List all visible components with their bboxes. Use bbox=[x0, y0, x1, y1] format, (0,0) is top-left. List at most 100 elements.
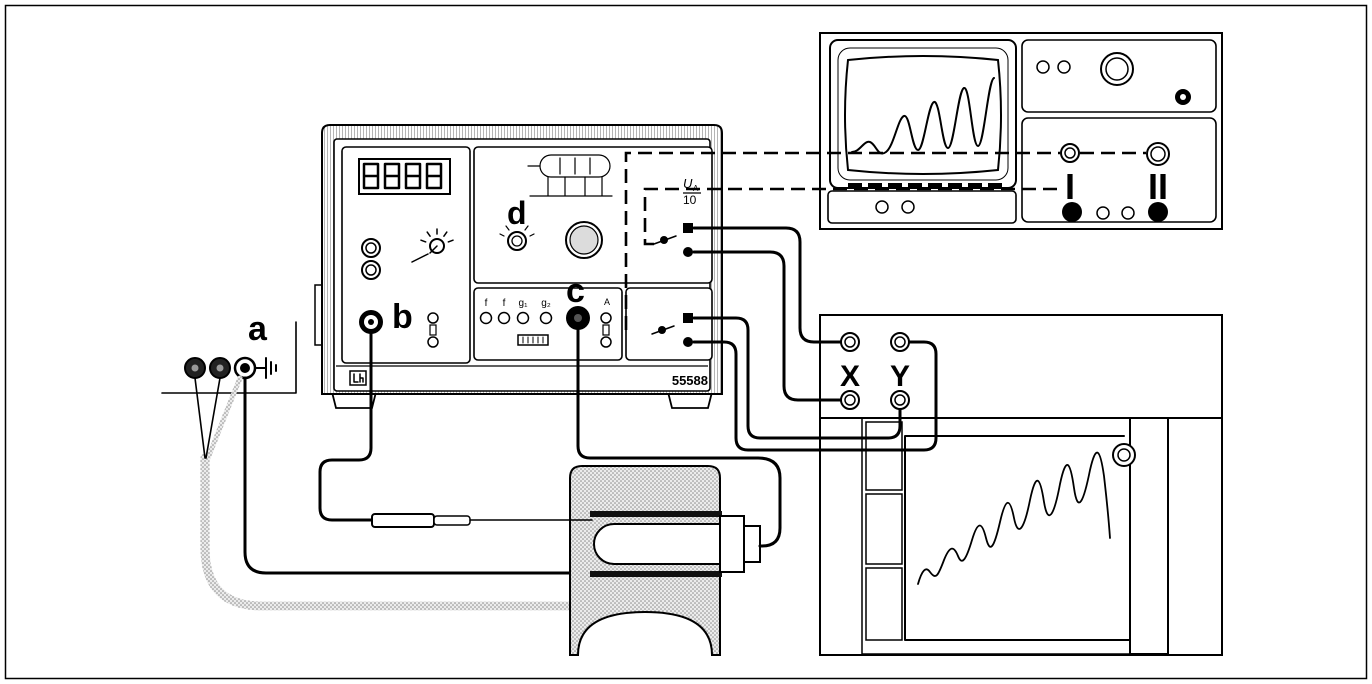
franck-hertz-tube bbox=[593, 523, 723, 565]
selector-scale bbox=[411, 228, 454, 263]
pen-holder-core bbox=[1117, 448, 1131, 462]
pen-arm bbox=[1129, 417, 1169, 655]
oscilloscope-lead-2 bbox=[643, 187, 1058, 246]
display-digits bbox=[362, 162, 443, 190]
operating-unit: b d U A 10 f f g₁ g₂ c bbox=[314, 124, 723, 409]
ground-symbol-icon bbox=[254, 357, 277, 379]
gray-ground-cable bbox=[200, 453, 580, 611]
table-edge bbox=[161, 321, 297, 394]
socket-label-f2: f bbox=[503, 298, 506, 309]
input-indicator-2 bbox=[1121, 206, 1135, 220]
lower-control-knob-1 bbox=[875, 200, 889, 214]
socket-f1 bbox=[479, 311, 493, 325]
lower-control-panel bbox=[827, 190, 1017, 224]
output-label-denominator: 10 bbox=[683, 193, 697, 207]
tube-connector-base bbox=[719, 515, 745, 573]
small-socket-1 bbox=[427, 312, 439, 324]
socket-label-f1: f bbox=[485, 298, 488, 309]
model-number: 55588 bbox=[672, 373, 708, 388]
y-input-label: Y bbox=[890, 360, 910, 393]
ground-socket-3-core bbox=[240, 363, 250, 373]
knob-1-cap bbox=[365, 242, 377, 254]
x-input-socket-1-core bbox=[844, 336, 856, 348]
control-block-1 bbox=[865, 421, 903, 491]
output-socket-1 bbox=[683, 223, 693, 233]
thermocouple-probe bbox=[371, 513, 435, 528]
channel-1-label: I bbox=[1065, 166, 1075, 207]
oscilloscope-lead-1 bbox=[624, 151, 1060, 330]
voltage-jumper-plug bbox=[658, 326, 666, 334]
socket-g2 bbox=[539, 311, 553, 325]
oscilloscope-screen bbox=[844, 55, 1002, 175]
recorded-curve bbox=[917, 451, 1111, 585]
y-cable-2 bbox=[692, 340, 938, 452]
voltage-socket-1 bbox=[683, 313, 693, 323]
figure-border bbox=[4, 4, 1368, 680]
oscilloscope-trace bbox=[851, 77, 995, 155]
ground-connection: a bbox=[161, 310, 297, 394]
input-panel bbox=[1021, 117, 1217, 223]
tube-connector-pins bbox=[522, 336, 544, 344]
voltage-output-panel bbox=[625, 287, 713, 361]
indicator-1 bbox=[1036, 60, 1050, 74]
x-input-socket-2-core bbox=[844, 394, 856, 406]
channel-2-label: II bbox=[1148, 166, 1168, 207]
screen-frame bbox=[837, 47, 1009, 181]
small-knob bbox=[507, 231, 527, 251]
ground-lead-1 bbox=[194, 377, 206, 459]
oscilloscope: I II bbox=[819, 32, 1223, 230]
pen-holder bbox=[1112, 443, 1136, 467]
x-cable-2 bbox=[692, 250, 842, 402]
jumper-plug bbox=[429, 324, 437, 336]
socket-g1 bbox=[516, 311, 530, 325]
ground-socket-1-core bbox=[191, 364, 199, 372]
knob-2 bbox=[361, 260, 381, 280]
input-indicator-1 bbox=[1096, 206, 1110, 220]
y-input-socket-2 bbox=[890, 390, 910, 410]
knob-1 bbox=[361, 238, 381, 258]
socket-f2 bbox=[497, 311, 511, 325]
anode-socket-1 bbox=[600, 312, 612, 324]
channel-1-ground-socket bbox=[1062, 202, 1082, 222]
anode-jumper bbox=[602, 324, 610, 336]
output-jumper-plug bbox=[660, 236, 668, 244]
xy-recorder: X Y bbox=[819, 314, 1223, 656]
label-b: b bbox=[392, 298, 413, 336]
indicator-2 bbox=[1057, 60, 1071, 74]
x-input-socket-2 bbox=[840, 390, 860, 410]
channel-2-input-core bbox=[1150, 146, 1166, 162]
label-c: c bbox=[566, 272, 585, 310]
plot-paper bbox=[904, 435, 1131, 641]
main-knob-cap bbox=[1105, 57, 1129, 81]
x-cable-1 bbox=[692, 226, 842, 344]
output-socket-2 bbox=[683, 247, 693, 257]
ground-wire bbox=[243, 376, 594, 575]
side-handle bbox=[314, 284, 323, 346]
tube-symbol-leads bbox=[527, 157, 613, 197]
oven bbox=[569, 465, 761, 656]
knob-2-cap bbox=[365, 264, 377, 276]
socket-label-g2: g₂ bbox=[541, 298, 551, 309]
y-input-socket-1-core bbox=[894, 336, 906, 348]
lower-control-knob-2 bbox=[901, 200, 915, 214]
large-knob-cap bbox=[569, 225, 599, 255]
y-input-socket-1 bbox=[890, 332, 910, 352]
brand-logo-mark bbox=[353, 373, 364, 383]
channel-2-ground-socket bbox=[1148, 202, 1168, 222]
label-a: a bbox=[248, 310, 268, 348]
thermocouple-socket-pin bbox=[368, 319, 374, 325]
control-block-2 bbox=[865, 493, 903, 565]
ground-socket-2-core bbox=[216, 364, 224, 372]
small-knob-scale bbox=[499, 225, 535, 237]
x-input-label: X bbox=[840, 360, 860, 393]
tube-lower-band bbox=[590, 571, 722, 577]
y-cable-1 bbox=[692, 316, 902, 440]
left-panel bbox=[341, 146, 471, 364]
tube-panel bbox=[473, 146, 713, 284]
anode-label: A bbox=[604, 297, 610, 307]
label-d: d bbox=[507, 195, 527, 231]
thermocouple-cable bbox=[318, 332, 374, 522]
y-input-socket-2-core bbox=[894, 394, 906, 406]
output-label-numerator: U bbox=[683, 176, 693, 191]
